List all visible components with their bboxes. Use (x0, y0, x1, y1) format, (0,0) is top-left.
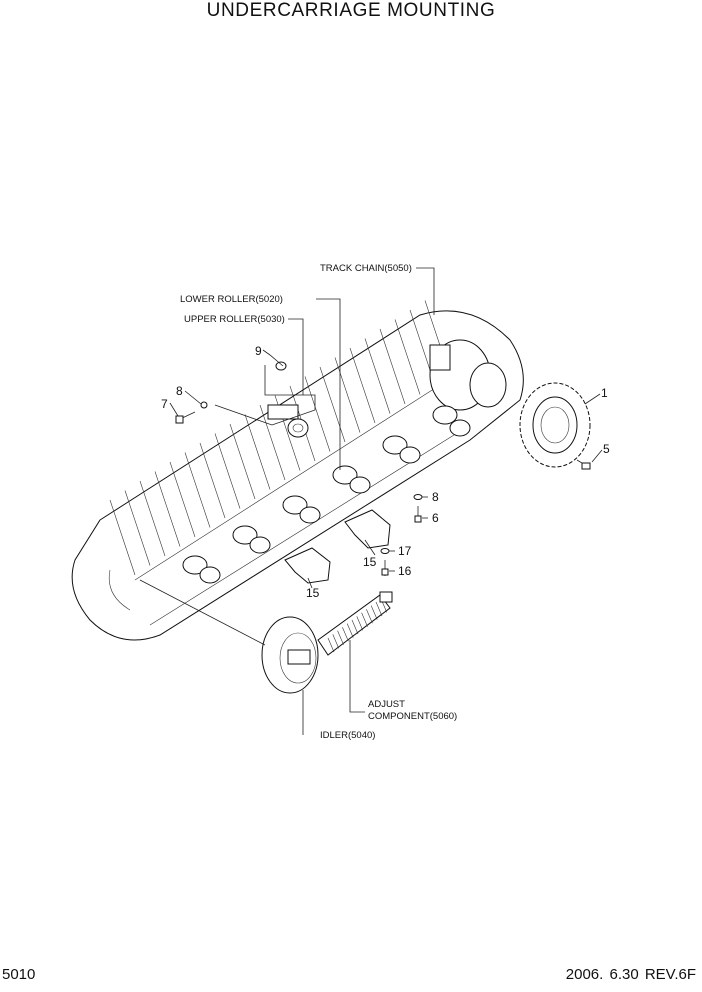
track-shoe-line (139, 480, 166, 557)
track-shoe-line (169, 461, 196, 538)
track-shoe-line (109, 499, 136, 576)
adjust-component (317, 591, 393, 656)
track-shoe-line (214, 433, 241, 509)
track-shoe-line (364, 338, 391, 414)
label-lower-roller: LOWER ROLLER(5020) (180, 294, 283, 305)
spring-coil (342, 627, 349, 642)
idler (261, 616, 319, 694)
callout-9: 9 (255, 344, 262, 358)
callout-16: 16 (398, 564, 412, 578)
bolt-6 (414, 506, 422, 523)
washer-17 (380, 548, 390, 554)
label-track-chain: TRACK CHAIN(5050) (320, 263, 412, 274)
spring-coil (356, 616, 364, 631)
track-shoe-line (304, 376, 331, 452)
track-shoe-line (379, 328, 406, 405)
leader-lines (139, 267, 603, 735)
spring-coil (375, 601, 383, 617)
track-shoe-line (199, 442, 226, 519)
spring-coil (370, 605, 378, 620)
nut-9 (275, 361, 287, 371)
bolt-16 (381, 560, 389, 576)
callout-5: 5 (603, 442, 610, 456)
label-upper-roller: UPPER ROLLER(5030) (184, 314, 285, 325)
track-shoe-line (229, 423, 256, 500)
track-shoe-line (394, 319, 421, 395)
track-shoe-line (349, 347, 376, 424)
track-shoe-line (259, 404, 286, 481)
label-idler: IDLER(5040) (320, 730, 375, 741)
track-shoe-line (184, 452, 211, 528)
track-guard-upper (344, 509, 391, 549)
spring-coil (366, 609, 373, 624)
track-shoe-line (334, 357, 361, 433)
bolt-5 (576, 459, 591, 470)
track-shoe-line (154, 471, 181, 547)
callout-15-upper: 15 (363, 555, 377, 569)
callout-15-lower: 15 (306, 586, 320, 600)
sprocket (519, 382, 591, 468)
spring-coil (361, 612, 368, 627)
upper-roller (267, 404, 309, 438)
track-guard-lower (284, 547, 331, 584)
spring-coil (346, 623, 354, 638)
track-shoe-line (124, 490, 151, 566)
track-shoe-line (244, 414, 271, 490)
spring-coil (351, 619, 359, 635)
track-shoe-line (319, 366, 346, 443)
revision-date: 2006. 6.30 REV.6F (565, 966, 696, 983)
callout-8-upper: 8 (176, 384, 183, 398)
callout-17: 17 (398, 544, 412, 558)
callout-1: 1 (601, 386, 608, 400)
callout-8-lower: 8 (432, 490, 439, 504)
washer-8-upper (200, 401, 208, 409)
spring-coil (332, 634, 340, 649)
callout-7: 7 (161, 397, 168, 411)
label-adjust-2: COMPONENT(5060) (368, 711, 457, 722)
label-adjust-1: ADJUST (368, 699, 405, 710)
page-number: 5010 (2, 966, 36, 983)
travel-motor (429, 339, 507, 411)
spring-coil (327, 637, 335, 653)
washer-8-lower (413, 494, 423, 500)
page-title: UNDERCARRIAGE MOUNTING (206, 0, 496, 21)
spring-coil (337, 630, 344, 645)
callout-6: 6 (432, 511, 439, 525)
bolt-7 (175, 411, 196, 424)
lower-rollers (182, 405, 471, 584)
